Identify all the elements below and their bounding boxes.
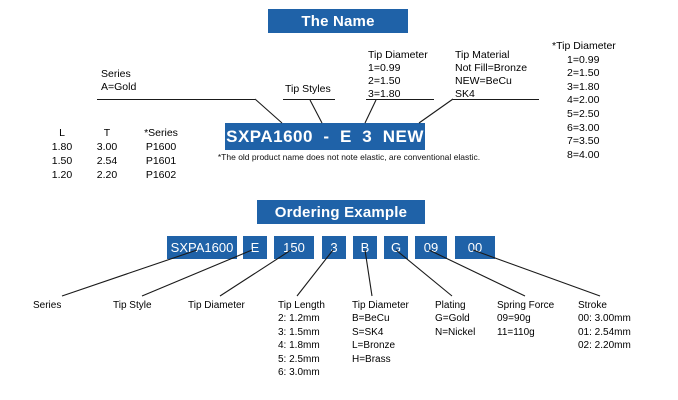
legend-column: Spring Force 09=90g 11=110g xyxy=(497,300,555,338)
legend-column: Tip Diameter xyxy=(188,300,245,311)
order-segment: 150 xyxy=(274,236,314,259)
order-segment: G xyxy=(384,236,408,259)
order-segment: E xyxy=(243,236,267,259)
callout-series: Series A=Gold xyxy=(101,68,137,93)
table-header-l: L xyxy=(59,127,65,139)
tip-diameter-value: 3=1.80 xyxy=(567,80,600,93)
legend-column: Tip Style xyxy=(113,300,152,311)
table-row: 1.80 3.00 P1600 xyxy=(42,140,190,154)
section-header-the-name: The Name xyxy=(268,9,408,33)
callout-tip-material: Tip Material Not Fill=Bronze NEW=BeCu SK… xyxy=(455,49,528,100)
code-footnote: *The old product name does not note elas… xyxy=(217,152,481,162)
tip-diameter-value: 2=1.50 xyxy=(567,67,600,80)
tip-diameter-value: 5=2.50 xyxy=(567,107,600,120)
legend-column: Plating G=Gold N=Nickel xyxy=(435,300,476,338)
section-header-ordering-example: Ordering Example xyxy=(257,200,425,224)
cell-l: 1.80 xyxy=(51,141,73,153)
cell-t: 3.00 xyxy=(96,141,118,153)
callout-tip-diameter: Tip Diameter 1=0.99 2=1.50 3=1.80 xyxy=(368,49,428,100)
series-table: L T *Series 1.80 3.00 P1600 1.50 2.54 P1… xyxy=(42,126,190,182)
order-segment: 00 xyxy=(455,236,495,259)
tip-diameter-value: 4=2.00 xyxy=(567,94,600,107)
product-code-bar: SXPA1600 - E 3 NEW xyxy=(225,123,425,150)
legend-column: Series xyxy=(33,300,62,311)
cell-l: 1.20 xyxy=(51,169,73,181)
tip-diameter-value: 1=0.99 xyxy=(567,53,600,66)
legend-column: Stroke 00: 3.00mm 01: 2.54mm 02: 2.20mm xyxy=(578,300,631,352)
legend-column: Tip Length 2: 1.2mm 3: 1.5mm 4: 1.8mm 5:… xyxy=(278,300,325,379)
tip-diameter-value: 6=3.00 xyxy=(567,121,600,134)
table-row: 1.50 2.54 P1601 xyxy=(42,154,190,168)
table-row: 1.20 2.20 P1602 xyxy=(42,168,190,182)
underline-tip-material xyxy=(453,99,539,100)
tip-diameter-reference-title: *Tip Diameter xyxy=(552,40,616,52)
table-header-t: T xyxy=(103,127,111,139)
tip-diameter-value: 7=3.50 xyxy=(567,135,600,148)
cell-series: P1601 xyxy=(145,155,177,167)
table-header-series: *Series xyxy=(144,127,178,139)
underline-series xyxy=(97,99,255,100)
underline-tip-diameter xyxy=(366,99,434,100)
order-segment: 09 xyxy=(415,236,447,259)
order-segment: SXPA1600 xyxy=(167,236,237,259)
order-segment: B xyxy=(353,236,377,259)
callout-tip-styles: Tip Styles xyxy=(285,83,331,95)
legend-column: Tip Diameter B=BeCu S=SK4 L=Bronze H=Bra… xyxy=(352,300,409,365)
order-segment: 3 xyxy=(322,236,346,259)
cell-series: P1602 xyxy=(145,169,177,181)
cell-l: 1.50 xyxy=(51,155,73,167)
cell-t: 2.54 xyxy=(96,155,118,167)
underline-tip-styles xyxy=(283,99,335,100)
cell-series: P1600 xyxy=(145,141,177,153)
cell-t: 2.20 xyxy=(96,169,118,181)
tip-diameter-value: 8=4.00 xyxy=(567,148,600,161)
tip-diameter-reference: *Tip Diameter 1=0.99 2=1.50 3=1.80 4=2.0… xyxy=(552,40,616,162)
table-header-row: L T *Series xyxy=(42,126,190,140)
